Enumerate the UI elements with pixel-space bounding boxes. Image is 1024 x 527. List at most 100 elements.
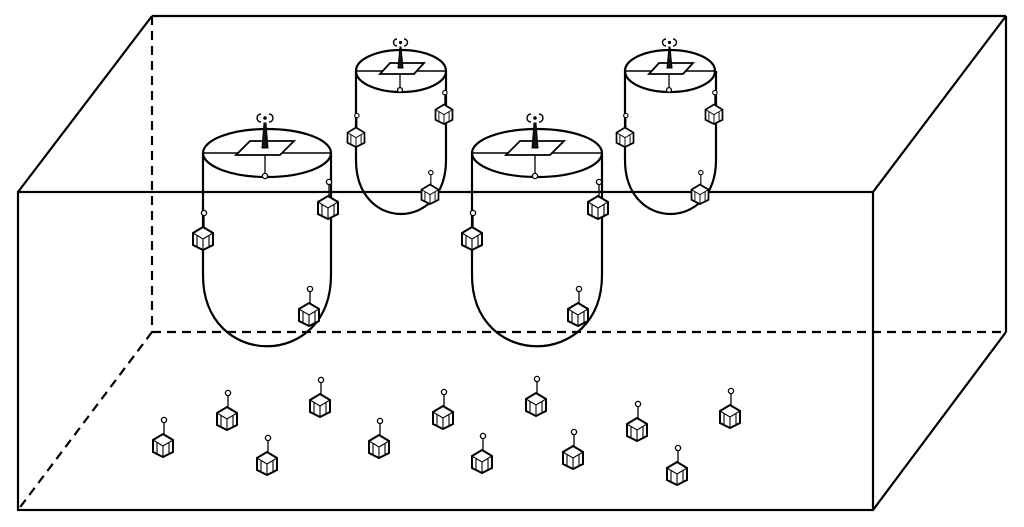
- suspended-sensor: [434, 89, 454, 126]
- seabed-sensor: [309, 376, 331, 419]
- sensor-cube-edges: [626, 423, 648, 441]
- antenna-tower-icon: [397, 46, 404, 69]
- sensor-antenna-tip: [264, 434, 272, 442]
- sensor-cube-edges: [562, 451, 584, 469]
- sensor-cube-edges: [309, 399, 331, 417]
- cable-loop: [354, 71, 448, 216]
- suspended-sensor: [587, 178, 609, 221]
- sensor-antenna-tip: [376, 417, 384, 425]
- sensor-cube-edges: [435, 109, 453, 125]
- sensor-cube-edges: [347, 132, 365, 148]
- sensor-cube-edges: [525, 398, 547, 416]
- sensor-nodes: [152, 89, 741, 487]
- seabed-sensor: [626, 400, 648, 443]
- suspended-sensor: [420, 169, 440, 206]
- tether-node: [665, 86, 673, 94]
- sensor-cube-edges: [471, 455, 493, 473]
- antenna-platform: [233, 113, 297, 156]
- cable-loop: [201, 153, 333, 348]
- cuboid-bottom-right-depth-edge: [872, 331, 1007, 511]
- sensor-antenna-tip: [428, 169, 434, 176]
- suspended-sensor: [567, 285, 589, 328]
- antenna-tip: [667, 40, 672, 45]
- antenna-tip: [398, 40, 403, 45]
- cuboid-volume: [16, 14, 1008, 512]
- sensor-antenna-tip: [317, 376, 325, 384]
- suspended-sensor: [317, 178, 339, 221]
- tether-node: [396, 86, 404, 94]
- sensor-cube-edges: [298, 308, 320, 326]
- sensor-antenna-tip: [712, 89, 718, 96]
- seabed-sensor: [562, 428, 584, 471]
- cuboid-top-left-depth-edge: [17, 15, 153, 193]
- seabed-sensor: [256, 434, 278, 477]
- tether-node: [261, 172, 269, 180]
- sensor-antenna-tip: [354, 112, 360, 119]
- cuboid-top-right-depth-edge: [872, 15, 1007, 193]
- sensor-cube-edges: [317, 201, 339, 219]
- sensor-cube-edges: [368, 440, 390, 458]
- antenna-tip: [533, 116, 537, 120]
- surface-station: [623, 38, 718, 216]
- seabed-sensor: [368, 417, 390, 460]
- seabed-sensor: [719, 387, 741, 430]
- sensor-cube-edges: [616, 132, 634, 148]
- sensor-antenna-tip: [634, 400, 642, 408]
- sensor-antenna-tip: [575, 285, 583, 293]
- suspended-sensor: [704, 89, 724, 126]
- sensor-cube-edges: [705, 109, 723, 125]
- sensor-antenna-tip: [306, 285, 314, 293]
- sensor-antenna-tip: [160, 416, 168, 424]
- sensor-cube-edges: [216, 412, 238, 430]
- antenna-tower-icon: [666, 46, 673, 69]
- cable-loop: [623, 71, 718, 216]
- sensor-cube-edges: [152, 439, 174, 457]
- sensor-antenna-tip: [325, 178, 333, 186]
- sensor-cube-edges: [719, 410, 741, 428]
- sensor-cube-edges: [256, 457, 278, 475]
- antenna-tower-icon: [531, 122, 539, 149]
- suspended-sensor: [192, 209, 214, 252]
- signal-icon: [256, 113, 274, 123]
- suspended-sensor: [615, 112, 635, 149]
- cable-loop: [470, 153, 604, 348]
- sensor-cube-edges: [567, 308, 589, 326]
- sensor-cube-edges: [432, 411, 454, 429]
- sensor-antenna-tip: [623, 112, 629, 119]
- sensor-antenna-tip: [674, 444, 682, 452]
- seabed-sensor: [525, 375, 547, 418]
- sensor-antenna-tip: [442, 89, 448, 96]
- suspended-sensor: [461, 209, 483, 252]
- seabed-sensor: [216, 389, 238, 432]
- sensor-antenna-tip: [469, 209, 477, 217]
- seabed-sensor: [432, 388, 454, 431]
- seabed-sensor: [471, 432, 493, 475]
- sensor-antenna-tip: [698, 169, 704, 176]
- sensor-antenna-tip: [224, 389, 232, 397]
- sensor-cube-edges: [421, 189, 439, 205]
- sensor-cube-edges: [587, 201, 609, 219]
- sensor-antenna-tip: [479, 432, 487, 440]
- surface-station: [470, 113, 604, 348]
- sensor-antenna-tip: [440, 388, 448, 396]
- surface-station: [354, 38, 448, 216]
- sensor-antenna-tip: [570, 428, 578, 436]
- antenna-platform: [503, 113, 567, 156]
- sensor-cube-edges: [691, 189, 709, 205]
- antenna-platform: [646, 38, 696, 75]
- antenna-tower-icon: [261, 122, 269, 149]
- sensor-cube-edges: [666, 467, 688, 485]
- signal-icon: [392, 38, 409, 47]
- sensor-antenna-tip: [727, 387, 735, 395]
- surface-station: [201, 113, 333, 348]
- surface-stations: [201, 38, 718, 348]
- suspended-sensor: [690, 169, 710, 206]
- antenna-tip: [263, 116, 267, 120]
- sensor-cube-edges: [192, 232, 214, 250]
- seabed-sensor: [666, 444, 688, 487]
- cuboid-front-face: [16, 190, 875, 512]
- tether-node: [531, 172, 539, 180]
- signal-icon: [526, 113, 544, 123]
